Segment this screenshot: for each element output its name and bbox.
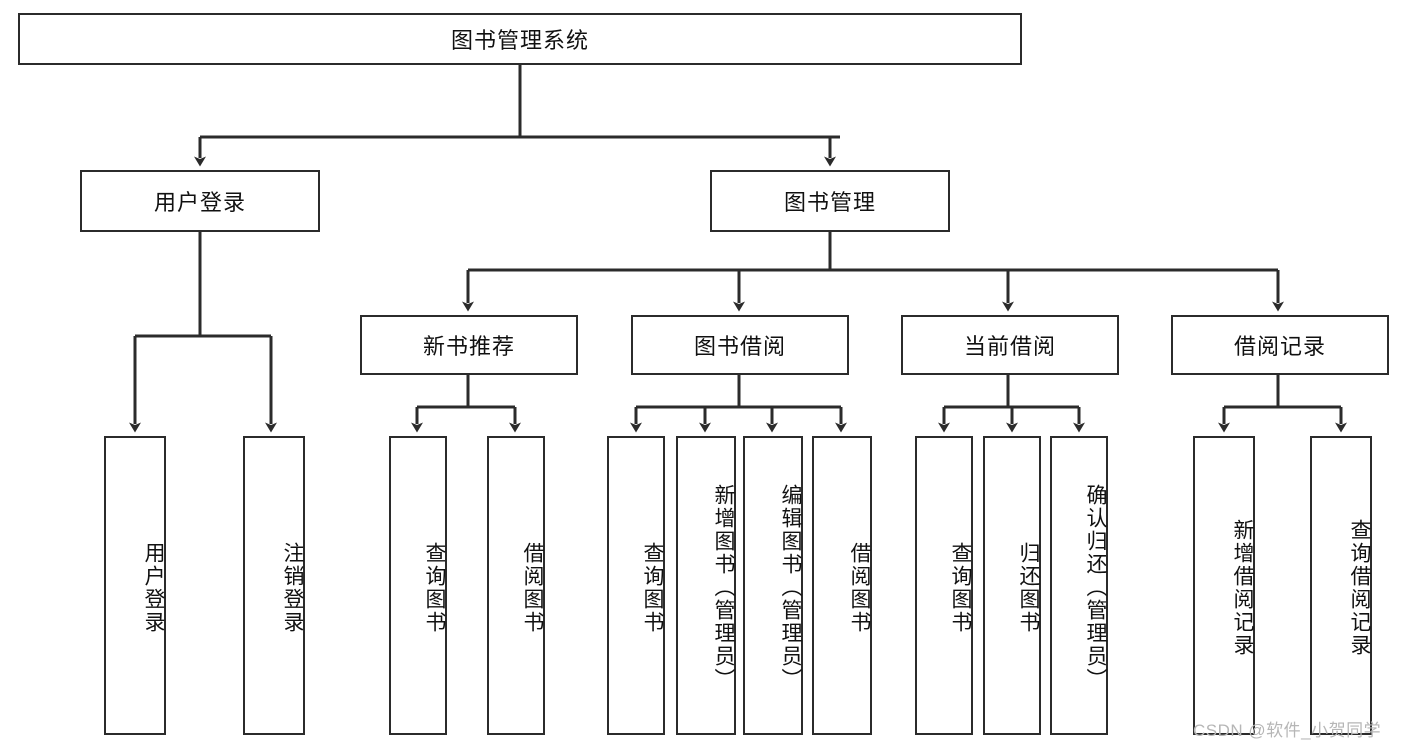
leaf-query-book-borrow-label: 查询图书 bbox=[641, 541, 664, 634]
leaf-query-borrow-record-label: 查询借阅记录 bbox=[1348, 518, 1371, 657]
node-new-book-recommend-label: 新书推荐 bbox=[422, 334, 515, 359]
leaf-query-book-current-label: 查询图书 bbox=[949, 541, 972, 634]
leaf-add-borrow-record[interactable]: 新增借阅记录 bbox=[1193, 436, 1255, 735]
leaf-user-login[interactable]: 用户登录 bbox=[104, 436, 166, 735]
node-book-management-label: 图书管理 bbox=[783, 190, 876, 215]
node-current-borrow[interactable]: 当前借阅 bbox=[901, 315, 1119, 375]
leaf-edit-book-admin[interactable]: 编辑图书（管理员） bbox=[743, 436, 803, 735]
leaf-confirm-return-admin-label: 确认归还（管理员） bbox=[1084, 484, 1107, 691]
leaf-add-book-admin-label: 新增图书（管理员） bbox=[712, 484, 735, 691]
leaf-borrow-book[interactable]: 借阅图书 bbox=[812, 436, 872, 735]
leaf-borrow-book-newbook-label: 借阅图书 bbox=[521, 541, 544, 634]
leaf-borrow-book-newbook[interactable]: 借阅图书 bbox=[487, 436, 545, 735]
leaf-return-book[interactable]: 归还图书 bbox=[983, 436, 1041, 735]
node-root-label: 图书管理系统 bbox=[450, 28, 589, 53]
node-user-login[interactable]: 用户登录 bbox=[80, 170, 320, 232]
node-borrow-record[interactable]: 借阅记录 bbox=[1171, 315, 1389, 375]
node-current-borrow-label: 当前借阅 bbox=[963, 334, 1056, 359]
leaf-query-borrow-record[interactable]: 查询借阅记录 bbox=[1310, 436, 1372, 735]
leaf-logout-label: 注销登录 bbox=[281, 541, 304, 634]
leaf-query-book-current[interactable]: 查询图书 bbox=[915, 436, 973, 735]
node-root[interactable]: 图书管理系统 bbox=[18, 13, 1022, 65]
node-borrow-record-label: 借阅记录 bbox=[1233, 334, 1326, 359]
leaf-query-book-newbook-label: 查询图书 bbox=[423, 541, 446, 634]
node-new-book-recommend[interactable]: 新书推荐 bbox=[360, 315, 578, 375]
leaf-edit-book-admin-label: 编辑图书（管理员） bbox=[779, 484, 802, 691]
leaf-return-book-label: 归还图书 bbox=[1017, 541, 1040, 634]
node-book-management[interactable]: 图书管理 bbox=[710, 170, 950, 232]
node-book-borrow[interactable]: 图书借阅 bbox=[631, 315, 849, 375]
node-user-login-label: 用户登录 bbox=[153, 190, 246, 215]
watermark: CSDN @软件_小贺同学 bbox=[1193, 721, 1382, 740]
leaf-query-book-newbook[interactable]: 查询图书 bbox=[389, 436, 447, 735]
leaf-user-login-label: 用户登录 bbox=[142, 541, 165, 634]
leaf-add-book-admin[interactable]: 新增图书（管理员） bbox=[676, 436, 736, 735]
leaf-confirm-return-admin[interactable]: 确认归还（管理员） bbox=[1050, 436, 1108, 735]
node-book-borrow-label: 图书借阅 bbox=[693, 334, 786, 359]
leaf-logout[interactable]: 注销登录 bbox=[243, 436, 305, 735]
leaf-query-book-borrow[interactable]: 查询图书 bbox=[607, 436, 665, 735]
leaf-add-borrow-record-label: 新增借阅记录 bbox=[1231, 518, 1254, 657]
leaf-borrow-book-label: 借阅图书 bbox=[848, 541, 871, 634]
